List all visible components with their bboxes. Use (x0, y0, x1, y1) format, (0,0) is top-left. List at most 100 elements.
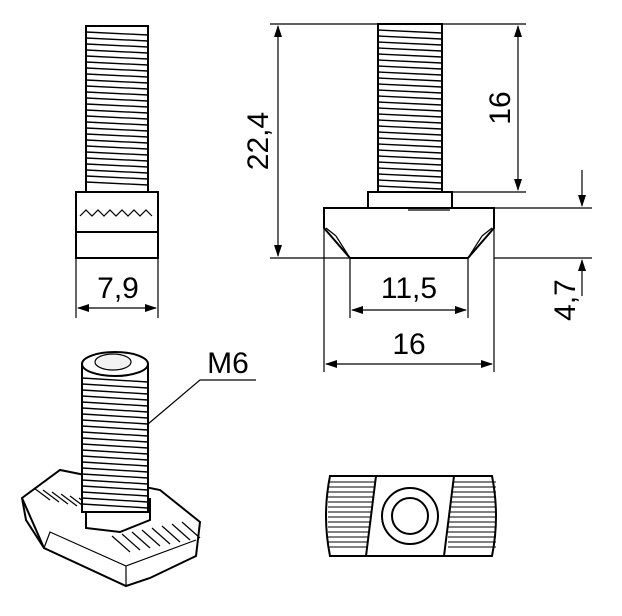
thread-line (377, 143, 443, 148)
thread-line (377, 119, 443, 124)
thread-line (377, 125, 443, 130)
thread-line (377, 131, 443, 136)
side-view: 22,4 16 11,5 16 4,7 (242, 23, 592, 372)
thread-line (85, 43, 149, 48)
thread-line (377, 161, 443, 166)
thread-line (85, 91, 149, 96)
thread-line (377, 149, 443, 154)
thread-line (81, 419, 149, 425)
serration-line (51, 491, 69, 505)
thread-line (85, 61, 149, 66)
dim-total-width: 16 (323, 210, 495, 372)
thread-line (85, 103, 149, 108)
serration-line (33, 487, 51, 501)
serration-line (121, 533, 141, 551)
dim-thread-length-label: 16 (484, 91, 517, 124)
thread-line (85, 151, 149, 156)
thread-line (81, 431, 149, 437)
front-thread (85, 25, 149, 193)
thread-line (377, 71, 443, 76)
dim-head-height-label: 4,7 (549, 279, 582, 321)
thread-line (377, 29, 443, 34)
thread-line (377, 173, 443, 178)
thread-line (377, 77, 443, 82)
thread-line (85, 145, 149, 150)
thread-line (85, 49, 149, 54)
thread-line (81, 461, 149, 467)
thread-line (81, 377, 149, 383)
thread-line (81, 449, 149, 455)
serration-line (151, 527, 171, 545)
serration-line (60, 493, 78, 507)
serration-line (141, 529, 161, 547)
thread-line (85, 97, 149, 102)
dim-base-width: 11,5 (349, 258, 469, 318)
serration-line (181, 521, 201, 539)
thread-line (81, 401, 149, 407)
thread-line (81, 455, 149, 461)
dim-total-width-label: 16 (392, 328, 425, 361)
thread-line (81, 479, 149, 485)
thread-line (85, 181, 149, 186)
thread-line (377, 59, 443, 64)
dim-total-height-label: 22,4 (242, 112, 275, 170)
thread-line (85, 37, 149, 42)
thread-line (85, 169, 149, 174)
iso-thread (81, 351, 149, 513)
thread-line (377, 185, 443, 190)
thread-line (85, 163, 149, 168)
thread-line (81, 503, 149, 509)
thread-line (81, 395, 149, 401)
bottom-view (325, 475, 497, 557)
thread-line (377, 89, 443, 94)
thread-line (377, 95, 443, 100)
thread-line (85, 157, 149, 162)
front-head (75, 191, 159, 259)
thread-label: M6 (207, 347, 249, 380)
thread-line (377, 155, 443, 160)
side-head (323, 191, 495, 259)
thread-line (85, 85, 149, 90)
thread-line (81, 497, 149, 503)
thread-line (85, 73, 149, 78)
thread-line (85, 139, 149, 144)
dim-front-width: 7,9 (75, 258, 159, 318)
dim-total-height: 22,4 (242, 23, 378, 259)
thread-line (85, 127, 149, 132)
thread-line (377, 53, 443, 58)
thread-line (81, 383, 149, 389)
dim-head-height: 4,7 (494, 170, 592, 321)
front-view: 7,9 (75, 25, 159, 318)
thread-line (81, 485, 149, 491)
serration-line (161, 525, 181, 543)
thread-line (85, 55, 149, 60)
thread-line (81, 473, 149, 479)
thread-line (81, 413, 149, 419)
thread-line (377, 113, 443, 118)
thread-line (81, 437, 149, 443)
thread-line (81, 389, 149, 395)
thread-line (85, 67, 149, 72)
bore-inner (391, 497, 429, 535)
serration-line (111, 535, 131, 553)
thread-line (81, 443, 149, 449)
thread-line (85, 115, 149, 120)
thread-line (377, 83, 443, 88)
thread-line (377, 65, 443, 70)
thread-line (377, 47, 443, 52)
dim-base-width-label: 11,5 (381, 272, 437, 305)
thread-line (377, 179, 443, 184)
thread-line (85, 175, 149, 180)
thread-line (85, 133, 149, 138)
thread-line (85, 109, 149, 114)
thread-line (377, 137, 443, 142)
thread-line (377, 167, 443, 172)
thread-line (377, 41, 443, 46)
thread-line (377, 107, 443, 112)
serration-line (131, 531, 151, 549)
isometric-view: M6 (20, 347, 256, 588)
side-thread (377, 23, 443, 193)
dim-front-width-label: 7,9 (97, 272, 139, 305)
thread-line (377, 101, 443, 106)
